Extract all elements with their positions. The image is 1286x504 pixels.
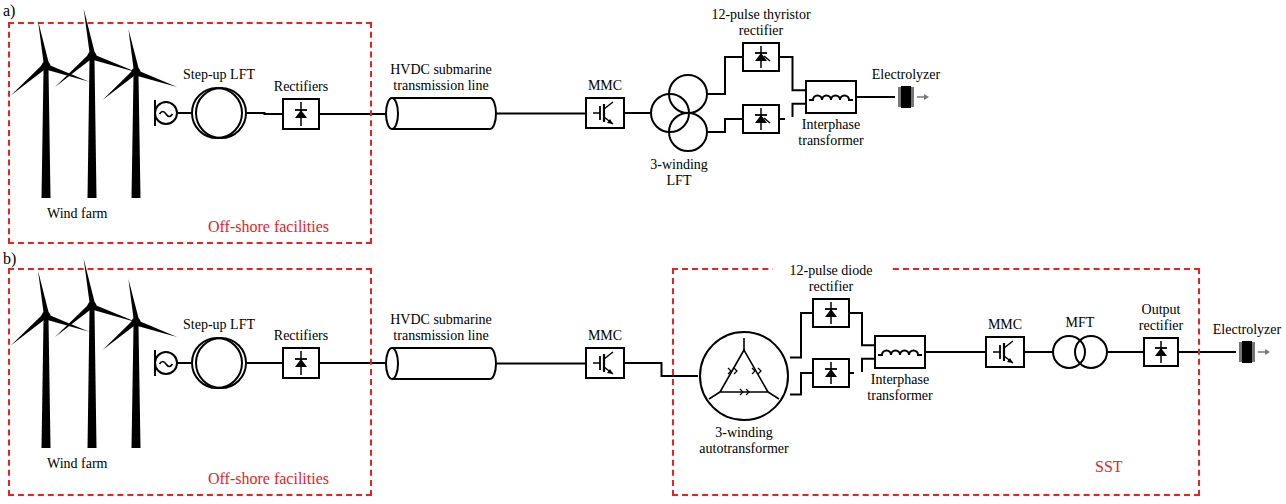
three-winding-transformer: 3-winding LFT bbox=[650, 72, 708, 154]
power-line bbox=[1179, 351, 1236, 353]
component-label: Wind farm bbox=[46, 206, 108, 222]
output-rectifier-symbol bbox=[1143, 337, 1179, 367]
component-label: Interphase transformer bbox=[785, 117, 877, 149]
component-label: MMC bbox=[587, 78, 623, 94]
hvdc-cable-symbol bbox=[385, 347, 497, 380]
component-label: Rectifiers bbox=[273, 328, 329, 344]
three-winding-transformer-symbol bbox=[650, 72, 708, 154]
output-rectifier: Output rectifier bbox=[1143, 337, 1179, 367]
interphase-transformer: Interphase transformer bbox=[874, 335, 926, 369]
step-up-transformer-symbol bbox=[191, 86, 247, 140]
region-label: Off-shore facilities bbox=[207, 218, 330, 236]
power-line bbox=[177, 112, 191, 114]
mmc-converter: MMC bbox=[585, 97, 625, 129]
offshore-region: Off-shore facilities Wind farm Step-up LFT… bbox=[8, 22, 372, 244]
component-label: 3-winding autotransformer bbox=[688, 425, 800, 457]
interphase-transformer-symbol bbox=[874, 335, 926, 369]
autotransformer-symbol bbox=[698, 330, 790, 422]
component-label: Output rectifier bbox=[1125, 302, 1197, 334]
wind-farm: Wind farm bbox=[14, 26, 177, 204]
electrolyzer: Electrolyzer bbox=[1236, 341, 1258, 363]
power-line bbox=[247, 362, 282, 364]
panel-letter: a) bbox=[3, 2, 15, 20]
diode-rectifier: 12-pulse diode rectifier bbox=[812, 298, 850, 388]
component-label: MMC bbox=[587, 328, 623, 344]
rectifier-box: Rectifiers bbox=[282, 98, 320, 130]
autotransformer: 3-winding autotransformer bbox=[698, 330, 790, 422]
thyristor-rectifier: 12-pulse thyristor rectifier bbox=[742, 42, 780, 134]
interphase-transformer: Interphase transformer bbox=[805, 80, 857, 114]
interphase-transformer-symbol bbox=[805, 80, 857, 114]
component-label: Interphase transformer bbox=[854, 372, 946, 404]
electrolyzer: Electrolyzer bbox=[895, 86, 917, 108]
power-line bbox=[850, 313, 874, 373]
component-label: MMC bbox=[987, 317, 1023, 333]
rectifier-box-symbol bbox=[282, 347, 320, 379]
offshore-region: Off-shore facilities Wind farm Step-up LFT… bbox=[8, 268, 372, 496]
power-line bbox=[708, 57, 742, 132]
wind-farm: Wind farm bbox=[14, 276, 177, 454]
component-label: Electrolyzer bbox=[1212, 322, 1282, 338]
component-label: Wind farm bbox=[46, 456, 108, 472]
power-line bbox=[177, 362, 191, 364]
component-label: Electrolyzer bbox=[871, 67, 941, 83]
power-line bbox=[780, 57, 805, 119]
power-line bbox=[625, 363, 698, 376]
step-up-transformer: Step-up LFT bbox=[191, 86, 247, 140]
power-line bbox=[926, 351, 985, 353]
hvdc-cable: HVDC submarine transmission line bbox=[385, 97, 497, 130]
medium-frequency-transformer: MFT bbox=[1052, 334, 1108, 370]
power-line bbox=[497, 113, 585, 115]
hvdc-cable-symbol bbox=[385, 97, 497, 130]
mmc-converter-symbol bbox=[585, 97, 625, 129]
electrolyzer-symbol bbox=[895, 86, 917, 108]
component-label: 3-winding LFT bbox=[642, 157, 716, 189]
power-line bbox=[790, 313, 812, 394]
region-label: SST bbox=[1094, 458, 1124, 476]
component-label: HVDC submarine transmission line bbox=[375, 62, 507, 94]
thyristor-rectifier-symbol bbox=[742, 42, 780, 134]
component-label: MFT bbox=[1065, 315, 1096, 331]
sst-region: SST 3-winding autotransformer 12-pulse dio… bbox=[672, 268, 1200, 496]
mmc-converter: MMC bbox=[985, 336, 1025, 368]
panel-letter: b) bbox=[3, 250, 16, 268]
medium-frequency-transformer-symbol bbox=[1052, 334, 1108, 370]
electrolyzer-symbol bbox=[1236, 341, 1258, 363]
component-label: 12-pulse diode rectifier bbox=[773, 263, 890, 295]
mmc-converter-symbol bbox=[585, 347, 625, 379]
wind-farm-symbol bbox=[14, 26, 177, 204]
component-label: Step-up LFT bbox=[182, 67, 256, 83]
component-label: HVDC submarine transmission line bbox=[375, 312, 507, 344]
power-line bbox=[625, 112, 650, 114]
step-up-transformer: Step-up LFT bbox=[191, 336, 247, 390]
power-line bbox=[1025, 351, 1052, 353]
power-line bbox=[1108, 351, 1143, 353]
rectifier-box: Rectifiers bbox=[282, 347, 320, 379]
power-line bbox=[320, 113, 385, 115]
rectifier-box-symbol bbox=[282, 98, 320, 130]
power-line bbox=[247, 113, 282, 114]
diode-rectifier-symbol bbox=[812, 298, 850, 388]
component-label: Step-up LFT bbox=[182, 317, 256, 333]
component-label: 12-pulse thyristor rectifier bbox=[698, 7, 825, 39]
power-line bbox=[857, 96, 895, 98]
power-line bbox=[497, 363, 585, 365]
mmc-converter: MMC bbox=[585, 347, 625, 379]
component-label: Rectifiers bbox=[273, 79, 329, 95]
hvdc-cable: HVDC submarine transmission line bbox=[385, 347, 497, 380]
wind-farm-symbol bbox=[14, 276, 177, 454]
region-label: Off-shore facilities bbox=[207, 470, 330, 488]
step-up-transformer-symbol bbox=[191, 336, 247, 390]
power-line bbox=[320, 362, 385, 364]
mmc-converter-symbol bbox=[985, 336, 1025, 368]
